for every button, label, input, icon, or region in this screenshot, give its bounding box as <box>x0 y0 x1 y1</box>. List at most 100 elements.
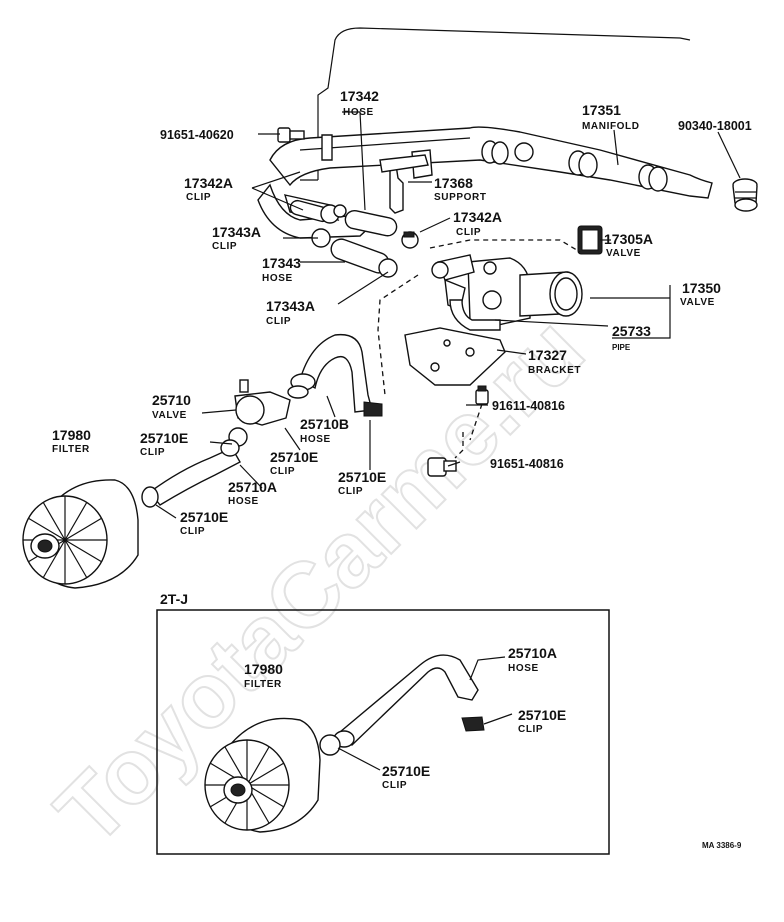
svg-text:CLIP: CLIP <box>212 241 237 252</box>
valve-25710 <box>228 379 291 447</box>
cap-90340-18001 <box>732 178 758 212</box>
label-25710B-hose: 25710B HOSE <box>300 416 349 445</box>
bracket-17327 <box>404 327 506 386</box>
label-91651-40816: 91651-40816 <box>490 457 564 471</box>
svg-text:25710B: 25710B <box>300 416 349 432</box>
svg-text:CLIP: CLIP <box>266 316 291 327</box>
inset-title: 2T-J <box>160 591 188 607</box>
svg-text:25710E: 25710E <box>382 763 430 779</box>
label-17342-hose: 17342 HOSE <box>340 88 379 118</box>
label-17350-valve: 17350 VALVE <box>680 280 721 308</box>
bolt-91651-40816 <box>427 432 464 477</box>
inset-2t-j: 2T-J <box>156 591 610 855</box>
svg-text:91611-40816: 91611-40816 <box>492 399 565 413</box>
svg-text:25710A: 25710A <box>508 645 557 661</box>
label-17343-hose: 17343 HOSE <box>262 255 301 284</box>
svg-text:17327: 17327 <box>528 347 567 363</box>
svg-text:91651-40816: 91651-40816 <box>490 457 564 471</box>
svg-text:17980: 17980 <box>244 661 283 677</box>
hose-25710B <box>299 333 373 413</box>
label-25710E-clip-3: 25710E CLIP <box>338 469 386 497</box>
clips-17342A <box>320 204 419 249</box>
svg-text:CLIP: CLIP <box>140 447 165 458</box>
svg-text:HOSE: HOSE <box>262 273 293 284</box>
svg-text:CLIP: CLIP <box>186 192 211 203</box>
label-90340-18001: 90340-18001 <box>678 119 752 133</box>
label-17343A-clip-2: 17343A CLIP <box>266 298 315 327</box>
svg-text:MANIFOLD: MANIFOLD <box>582 121 640 132</box>
inset-label-25710A-hose: 25710A HOSE <box>508 645 557 674</box>
svg-text:17342A: 17342A <box>453 209 502 225</box>
label-25710E-clip-4: 25710E CLIP <box>180 509 228 537</box>
svg-text:CLIP: CLIP <box>382 780 407 791</box>
svg-text:17342: 17342 <box>340 88 379 104</box>
svg-text:HOSE: HOSE <box>228 496 259 507</box>
svg-text:FILTER: FILTER <box>52 444 90 455</box>
svg-text:VALVE: VALVE <box>680 297 715 308</box>
manifold-17351 <box>269 126 713 199</box>
label-91651-40620: 91651-40620 <box>160 128 234 142</box>
svg-text:CLIP: CLIP <box>338 486 363 497</box>
inset-label-25710E-clip-2: 25710E CLIP <box>382 763 430 791</box>
svg-text:VALVE: VALVE <box>606 248 641 259</box>
label-25710-valve: 25710 VALVE <box>152 392 191 421</box>
svg-text:25710E: 25710E <box>338 469 386 485</box>
valve-17305A <box>577 225 603 255</box>
label-17980-filter: 17980 FILTER <box>52 427 91 455</box>
svg-text:25710E: 25710E <box>140 430 188 446</box>
inset-label-25710E-clip-1: 25710E CLIP <box>518 707 566 735</box>
svg-text:FILTER: FILTER <box>244 679 282 690</box>
inset-label-17980-filter: 17980 FILTER <box>244 661 283 690</box>
label-17351-manifold: 17351 MANIFOLD <box>582 102 640 132</box>
svg-text:CLIP: CLIP <box>180 526 205 537</box>
svg-text:17351: 17351 <box>582 102 621 118</box>
svg-text:HOSE: HOSE <box>508 663 539 674</box>
label-25710E-clip-1: 25710E CLIP <box>140 430 188 458</box>
filter-17980 <box>22 479 139 589</box>
svg-text:PIPE: PIPE <box>612 343 631 352</box>
support-17368 <box>379 154 429 214</box>
hose-17342 <box>257 183 398 239</box>
svg-text:17305A: 17305A <box>604 231 653 247</box>
svg-text:25710E: 25710E <box>180 509 228 525</box>
svg-text:HOSE: HOSE <box>343 107 374 118</box>
svg-text:SUPPORT: SUPPORT <box>434 192 487 203</box>
svg-text:91651-40620: 91651-40620 <box>160 128 234 142</box>
inset-clip-25710E-2 <box>319 734 341 756</box>
label-91611-40816: 91611-40816 <box>492 399 565 413</box>
svg-text:BRACKET: BRACKET <box>528 365 581 376</box>
figure-code: MA 3386-9 <box>702 841 742 850</box>
svg-text:90340-18001: 90340-18001 <box>678 119 752 133</box>
label-17342A-clip-2: 17342A CLIP <box>453 209 502 238</box>
svg-text:CLIP: CLIP <box>270 466 295 477</box>
label-17327-bracket: 17327 BRACKET <box>528 347 581 376</box>
label-25710E-clip-2: 25710E CLIP <box>270 449 318 477</box>
clip-25710E-hose <box>287 373 383 417</box>
svg-text:CLIP: CLIP <box>456 227 481 238</box>
svg-text:25710: 25710 <box>152 392 191 408</box>
inset-filter-17980 <box>204 717 321 833</box>
svg-text:CLIP: CLIP <box>518 724 543 735</box>
svg-text:17980: 17980 <box>52 427 91 443</box>
svg-text:17368: 17368 <box>434 175 473 191</box>
label-25710A-hose: 25710A HOSE <box>228 479 277 507</box>
svg-text:25710E: 25710E <box>270 449 318 465</box>
label-17368-support: 17368 SUPPORT <box>434 175 487 203</box>
svg-text:25710A: 25710A <box>228 479 277 495</box>
inset-clip-25710E-1 <box>461 716 485 732</box>
inset-hose-25710A <box>333 654 479 748</box>
label-17305A-valve: 17305A VALVE <box>604 231 653 259</box>
svg-text:17343A: 17343A <box>212 224 261 240</box>
label-25733-pipe: 25733 PIPE <box>612 323 651 352</box>
leader-lines <box>155 111 741 771</box>
label-17343A-clip-1: 17343A CLIP <box>212 224 261 252</box>
bolt-91651-40620 <box>277 127 305 143</box>
engine-outline <box>300 27 691 181</box>
svg-text:17350: 17350 <box>682 280 721 296</box>
label-17342A-clip-1: 17342A CLIP <box>184 175 233 203</box>
watermark: ToyotaCarme.ru <box>37 298 603 864</box>
svg-text:25733: 25733 <box>612 323 651 339</box>
bolt-91611-40816 <box>469 385 489 441</box>
svg-text:HOSE: HOSE <box>300 434 331 445</box>
